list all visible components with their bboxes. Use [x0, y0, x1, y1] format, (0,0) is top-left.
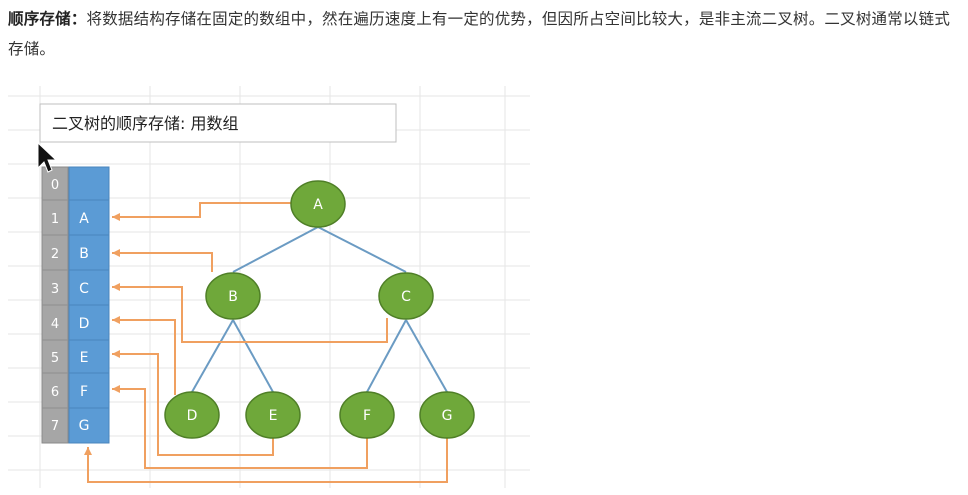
- figure-svg: 二叉树的顺序存储: 用数组 0 1 2 3 4 5 6 7: [8, 86, 530, 488]
- tree-node-f: F: [339, 391, 395, 439]
- array-value-column: A B C D E F G: [68, 166, 110, 444]
- array-index-column: 0 1 2 3 4 5 6 7: [41, 166, 69, 444]
- description-paragraph: 顺序存储：将数据结构存储在固定的数组中，然在遍历速度上有一定的优势，但因所占空间…: [8, 4, 958, 64]
- array-cell: F: [80, 384, 88, 400]
- term-separator: ：: [70, 10, 87, 28]
- array-index: 3: [51, 282, 59, 297]
- node-label: E: [269, 408, 278, 424]
- array-cell: C: [79, 281, 89, 297]
- arrow-a: [112, 202, 292, 221]
- tree-node-a: A: [290, 180, 346, 228]
- array-cell: D: [79, 316, 90, 332]
- caption-box: [39, 103, 397, 143]
- tree-edges: [191, 226, 448, 393]
- node-label: C: [401, 289, 411, 305]
- array-index: 0: [51, 178, 59, 193]
- tree-node-g: G: [419, 391, 475, 439]
- paragraph-text: 将数据结构存储在固定的数组中，然在遍历速度上有一定的优势，但因所占空间比较大，是…: [8, 10, 951, 58]
- array-index: 7: [51, 419, 59, 434]
- array-cell: E: [80, 350, 89, 366]
- node-label: G: [442, 408, 453, 424]
- array-index: 5: [51, 351, 59, 366]
- node-label: D: [187, 408, 198, 424]
- array-cell: A: [79, 211, 89, 227]
- node-label: A: [313, 197, 323, 213]
- array-index: 1: [51, 212, 59, 227]
- arrow-e: [112, 350, 274, 456]
- tree-node-b: B: [205, 272, 261, 320]
- node-label: F: [363, 408, 371, 424]
- caption-text: 二叉树的顺序存储: 用数组: [52, 114, 238, 133]
- tree-node-e: E: [245, 391, 301, 439]
- arrow-b: [112, 249, 213, 272]
- array-index: 2: [51, 247, 59, 262]
- arrow-g: [84, 437, 448, 483]
- arrow-d: [112, 316, 176, 395]
- tree-node-c: C: [378, 272, 434, 320]
- array-cell: B: [79, 246, 89, 262]
- arrow-f: [112, 385, 368, 469]
- mouse-cursor-icon: [37, 141, 58, 173]
- tree-node-d: D: [164, 391, 220, 439]
- term-sequential-storage: 顺序存储: [8, 10, 71, 28]
- node-label: B: [228, 289, 238, 305]
- array-index: 4: [51, 317, 59, 332]
- arrow-c: [112, 283, 388, 343]
- array-index: 6: [51, 385, 59, 400]
- mapping-arrows: [84, 202, 448, 483]
- binary-tree-sequential-storage-figure: 二叉树的顺序存储: 用数组 0 1 2 3 4 5 6 7: [0, 80, 540, 491]
- array-cell: G: [79, 418, 90, 434]
